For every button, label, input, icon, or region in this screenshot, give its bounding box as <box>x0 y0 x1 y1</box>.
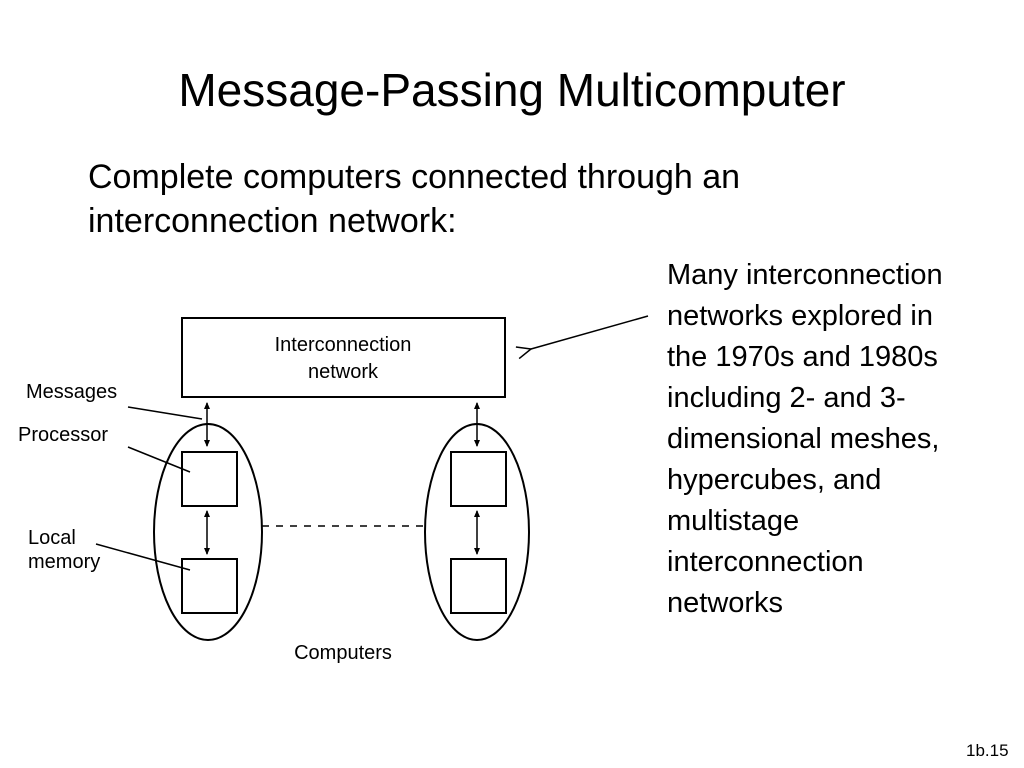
side-note-line: interconnection <box>667 546 864 578</box>
messages-leader-line <box>127 406 203 420</box>
processor-label: Processor <box>18 424 108 446</box>
local-memory-label-line2: memory <box>28 551 100 573</box>
computers-label: Computers <box>294 642 392 664</box>
interconnection-network-box <box>181 317 506 398</box>
side-note-line: networks explored in <box>667 300 933 332</box>
network-label-line2: network <box>308 361 379 383</box>
side-note-line: dimensional meshes, <box>667 423 940 455</box>
network-label-line1: Interconnection <box>275 334 412 356</box>
messages-label: Messages <box>26 381 117 403</box>
side-note: Many interconnection networks explored i… <box>667 255 1007 624</box>
slide-subtitle: Complete computers connected through an … <box>88 158 741 240</box>
processor-right <box>450 451 507 507</box>
local-memory-right <box>450 558 507 614</box>
side-note-line: hypercubes, and <box>667 464 882 496</box>
processor-left <box>181 451 238 507</box>
local-memory-left <box>181 558 238 614</box>
processor-leader-line <box>127 446 191 473</box>
slide-title: Message-Passing Multicomputer <box>178 64 846 116</box>
note-pointer-arrow <box>531 315 649 349</box>
side-note-line: the 1970s and 1980s <box>667 341 938 373</box>
side-note-line: Many interconnection <box>667 259 943 291</box>
local-memory-leader-line <box>95 543 191 571</box>
side-note-line: networks <box>667 587 784 619</box>
side-note-line: including 2- and 3- <box>667 382 906 414</box>
local-memory-label-line1: Local <box>28 527 76 549</box>
side-note-line: multistage <box>667 505 800 537</box>
page-number: 1b.15 <box>966 741 1009 760</box>
